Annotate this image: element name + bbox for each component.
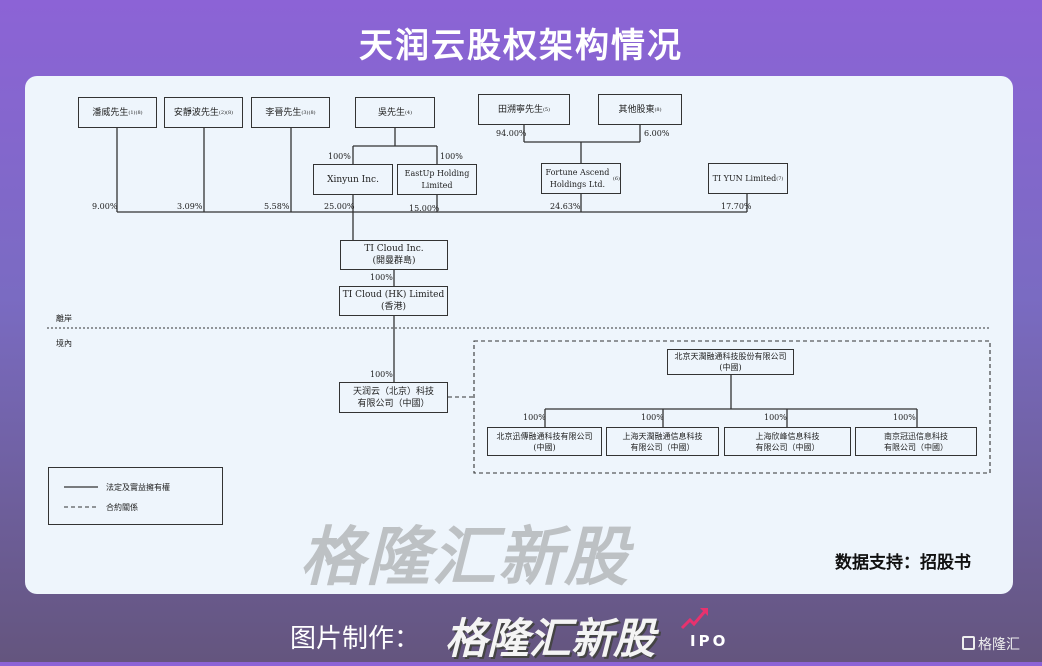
pct-label: 100% — [523, 413, 546, 422]
entity-name: 有限公司（中國） — [357, 398, 430, 409]
entity-name: 北京迅傳融通科技有限公司 — [496, 431, 593, 441]
entity-name: 天润云（北京）科技 — [352, 386, 434, 397]
legend — [48, 467, 223, 525]
entity-wfoe: 天润云（北京）科技有限公司（中國） — [339, 382, 448, 413]
arrow-up-icon — [680, 608, 708, 630]
entity-eastup: EastUp Holding Limited — [397, 164, 477, 195]
footer-label: 图片制作： — [290, 624, 421, 654]
pct-label: 15.00% — [409, 204, 440, 213]
subsidiary-box: 上海天潤融通信息科技有限公司（中國） — [606, 427, 719, 456]
pct-label: 100% — [641, 413, 664, 422]
brand-name: 格隆汇 — [978, 637, 1020, 653]
entity-name: 有限公司（中國） — [884, 442, 948, 452]
entity-name: TI Cloud Inc. — [364, 244, 424, 254]
legend-dashed-label: 合約關係 — [106, 503, 138, 512]
shareholder-name: 其他股東 — [618, 104, 655, 115]
entity-tiyun: TI YUN Limited(7) — [708, 163, 788, 194]
entity-name: (中國) — [533, 442, 556, 452]
shareholder-box: 其他股東(8) — [598, 94, 682, 125]
entity-xinyun: Xinyun Inc. — [313, 164, 393, 195]
pct-label: 17.70% — [721, 202, 752, 211]
pct-label: 100% — [893, 413, 916, 422]
footnote: (8) — [654, 106, 662, 113]
footnote: (5) — [542, 106, 551, 113]
entity-name: 有限公司（中國） — [630, 442, 695, 452]
shareholder-name: 潘威先生 — [92, 107, 129, 118]
entity-name: 上海天潤融通信息科技 — [622, 431, 703, 441]
subsidiary-box: 南京冠迅信息科技有限公司（中國） — [855, 427, 977, 456]
entity-name: 北京天潤融通科技股份有限公司 — [674, 352, 787, 361]
shareholder-name: 吳先生 — [377, 107, 405, 118]
offshore-label: 離岸 — [56, 314, 72, 323]
onshore-label: 境內 — [56, 339, 72, 348]
entity-location: (香港) — [380, 302, 407, 312]
watermark: 格隆汇新股 — [300, 521, 630, 595]
footnote: (3)(8) — [301, 109, 316, 116]
legend-solid-label: 法定及實益擁有權 — [106, 483, 170, 492]
footnote: (4) — [404, 109, 413, 116]
shareholder-name: 李晉先生 — [265, 107, 302, 118]
brand-logo-icon — [962, 636, 975, 650]
footnote: (6) — [612, 175, 620, 182]
pct-label: 100% — [370, 370, 393, 379]
pct-label: 24.63% — [550, 202, 581, 211]
entity-name: TI YUN Limited — [712, 173, 777, 183]
source-note: 数据支持：招股书 — [835, 553, 971, 573]
subsidiary-box: 北京迅傳融通科技有限公司(中國) — [487, 427, 602, 456]
entity-name: 上海欣峰信息科技 — [755, 431, 820, 441]
footnote: (2)(8) — [218, 109, 234, 116]
entity-name: 有限公司（中國） — [755, 442, 820, 452]
pct-label: 6.00% — [644, 129, 670, 138]
pct-label: 100% — [328, 152, 351, 161]
entity-opco: 北京天潤融通科技股份有限公司 (中國) — [667, 349, 794, 375]
pct-label: 3.09% — [177, 202, 203, 211]
pct-label: 100% — [370, 273, 393, 282]
shareholder-box: 吳先生(4) — [355, 97, 435, 128]
entity-name: 南京冠迅信息科技 — [884, 431, 948, 441]
shareholder-box: 安靜波先生(2)(8) — [164, 97, 243, 128]
pct-label: 100% — [764, 413, 787, 422]
shareholder-name: 安靜波先生 — [173, 107, 219, 118]
pct-label: 9.00% — [92, 202, 118, 211]
entity-location: (開曼群島) — [372, 256, 416, 266]
footnote: (7) — [776, 175, 784, 182]
pct-label: 5.58% — [264, 202, 290, 211]
entity-ticloud-hk: TI Cloud (HK) Limited (香港) — [339, 286, 448, 316]
pct-label: 25.00% — [324, 202, 355, 211]
entity-name: Fortune Ascend Holdings Ltd. — [545, 167, 610, 189]
entity-name: TI Cloud (HK) Limited — [342, 290, 445, 300]
pct-label: 100% — [440, 152, 463, 161]
footer-logo: 格隆汇新股 — [445, 614, 656, 663]
shareholder-box: 潘威先生(1)(8) — [78, 97, 157, 128]
shareholder-box: 田溯寧先生(5) — [478, 94, 570, 125]
page-title: 天润云股权架构情况 — [359, 26, 683, 66]
shareholder-name: 田溯寧先生 — [497, 104, 543, 115]
entity-location: (中國) — [719, 363, 742, 372]
diagram-panel — [25, 76, 1013, 594]
footnote: (1)(8) — [128, 109, 143, 116]
shareholder-box: 李晉先生(3)(8) — [251, 97, 330, 128]
pct-label: 94.00% — [496, 129, 527, 138]
footer-ipo: IPO — [690, 632, 729, 650]
entity-ticloud: TI Cloud Inc. (開曼群島) — [340, 240, 448, 270]
entity-fortune: Fortune Ascend Holdings Ltd.(6) — [541, 163, 621, 194]
subsidiary-box: 上海欣峰信息科技有限公司（中國） — [724, 427, 851, 456]
